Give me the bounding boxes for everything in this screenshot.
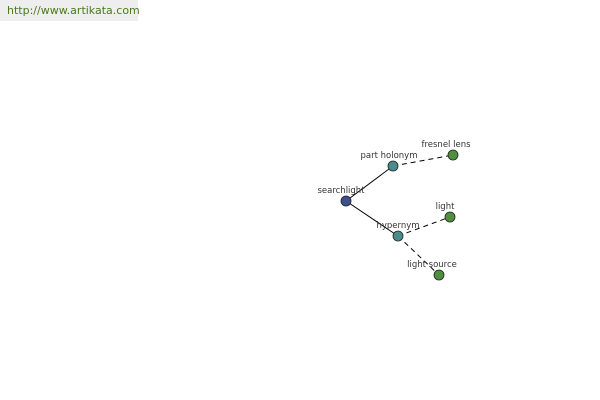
- edge-hypernym-to-light: [397, 216, 451, 237]
- node-part-holonym[interactable]: [387, 160, 399, 172]
- node-label-light-source: light source: [407, 260, 457, 270]
- source-link[interactable]: http://www.artikata.com: [7, 4, 140, 17]
- node-label-searchlight: searchlight: [317, 186, 365, 196]
- node-light-source[interactable]: [433, 269, 445, 281]
- node-fresnel-lens[interactable]: [447, 149, 459, 161]
- source-banner: http://www.artikata.com: [0, 0, 140, 21]
- edge-part-holonym-to-fresnel-lens: [392, 154, 454, 167]
- node-label-fresnel-lens: fresnel lens: [421, 140, 471, 150]
- graph-labels: searchlight part holonym hypernym fresnel l…: [317, 140, 471, 270]
- node-label-part-holonym: part holonym: [361, 151, 418, 161]
- node-light[interactable]: [444, 211, 456, 223]
- edge-hypernym-to-light-source: [397, 235, 440, 276]
- node-label-light: light: [436, 202, 456, 212]
- graph-edges: [345, 154, 454, 276]
- graph-nodes: [340, 149, 459, 281]
- edge-searchlight-to-part-holonym: [345, 165, 394, 202]
- node-searchlight[interactable]: [340, 195, 352, 207]
- node-label-hypernym: hypernym: [376, 221, 419, 231]
- node-hypernym[interactable]: [392, 230, 404, 242]
- edge-searchlight-to-hypernym: [345, 200, 399, 237]
